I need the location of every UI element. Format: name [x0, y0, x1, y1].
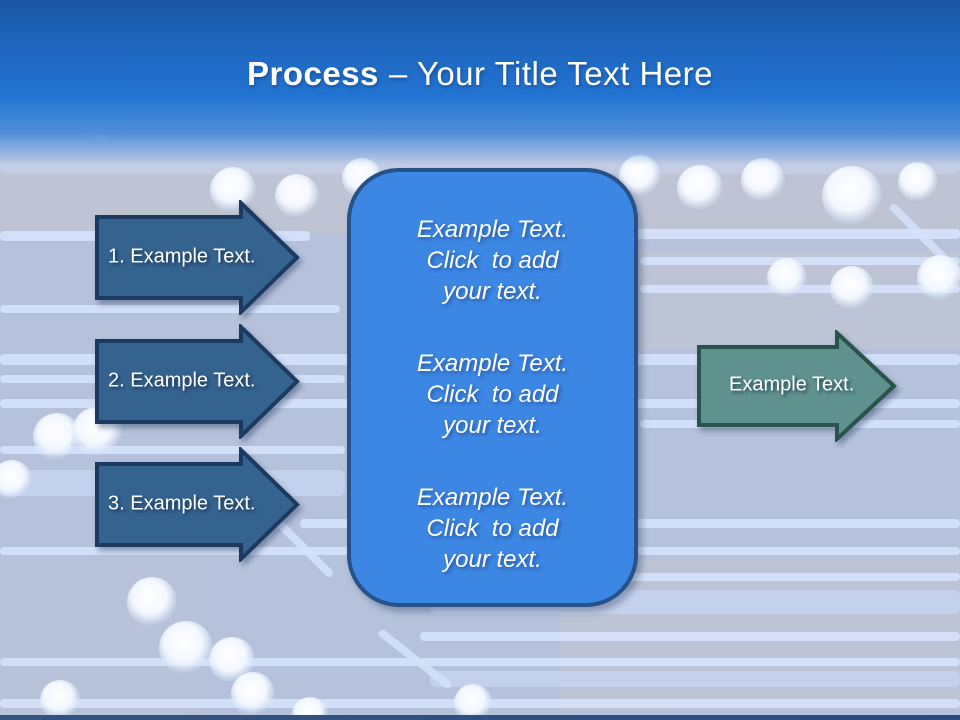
title-keyword: Process — [246, 55, 379, 92]
step-arrow-3[interactable]: 3. Example Text. — [95, 447, 300, 562]
circuit-trace — [420, 632, 960, 641]
circuit-trace — [0, 305, 340, 313]
content-line: Click to add — [426, 381, 559, 408]
step-arrow-1[interactable]: 1. Example Text. — [95, 200, 300, 315]
title-text: – Your Title Text Here — [388, 55, 714, 92]
content-line: Example Text. — [416, 216, 569, 243]
header-band — [0, 0, 960, 165]
solder-pad — [0, 460, 32, 500]
content-line: Example Text. — [416, 350, 569, 377]
right-arrow-shape — [697, 330, 897, 442]
solder-pad — [40, 680, 80, 720]
content-item-2: Example Text. Click to add your text. — [351, 348, 634, 441]
solder-pad — [454, 684, 492, 720]
solder-pad — [292, 697, 328, 720]
output-arrow[interactable]: Example Text. — [697, 330, 897, 442]
content-placeholder-box[interactable]: Example Text. Click to add your text. Ex… — [347, 168, 638, 607]
step-label: 2. Example Text. — [108, 369, 256, 392]
output-label: Example Text. — [729, 373, 855, 396]
solder-pad — [677, 165, 723, 211]
content-item-3: Example Text. Click to add your text. — [351, 482, 634, 575]
content-line: Click to add — [426, 515, 559, 542]
content-line: your text. — [443, 278, 542, 305]
content-text: Example Text. Click to add your text. Ex… — [351, 172, 634, 575]
solder-pad — [898, 162, 938, 202]
solder-pad — [159, 621, 213, 675]
circuit-trace — [0, 658, 960, 666]
solder-pad — [275, 174, 319, 218]
right-arrow-shape — [95, 200, 300, 315]
circuit-trace — [420, 573, 960, 581]
bottom-accent-bar — [0, 715, 960, 720]
solder-pad — [127, 577, 177, 627]
step-label: 1. Example Text. — [108, 245, 256, 268]
step-arrow-2[interactable]: 2. Example Text. — [95, 324, 300, 439]
right-arrow-shape — [95, 324, 300, 439]
content-line: Click to add — [426, 247, 559, 274]
solder-pad — [830, 266, 874, 310]
content-line: your text. — [443, 546, 542, 573]
solder-pad — [231, 672, 275, 716]
content-item-1: Example Text. Click to add your text. — [351, 214, 634, 307]
slide-title: Process– Your Title Text Here — [0, 55, 960, 93]
solder-pad — [741, 158, 785, 202]
solder-pad — [822, 166, 882, 226]
circuit-trace — [620, 229, 960, 239]
circuit-trace — [640, 257, 960, 265]
step-label: 3. Example Text. — [108, 492, 256, 515]
solder-pad — [767, 258, 807, 298]
right-arrow-shape — [95, 447, 300, 562]
circuit-trace — [0, 446, 345, 454]
content-line: Example Text. — [416, 484, 569, 511]
solder-pad — [210, 167, 256, 213]
circuit-trace — [430, 671, 960, 687]
solder-pad — [917, 255, 960, 301]
content-line: your text. — [443, 412, 542, 439]
